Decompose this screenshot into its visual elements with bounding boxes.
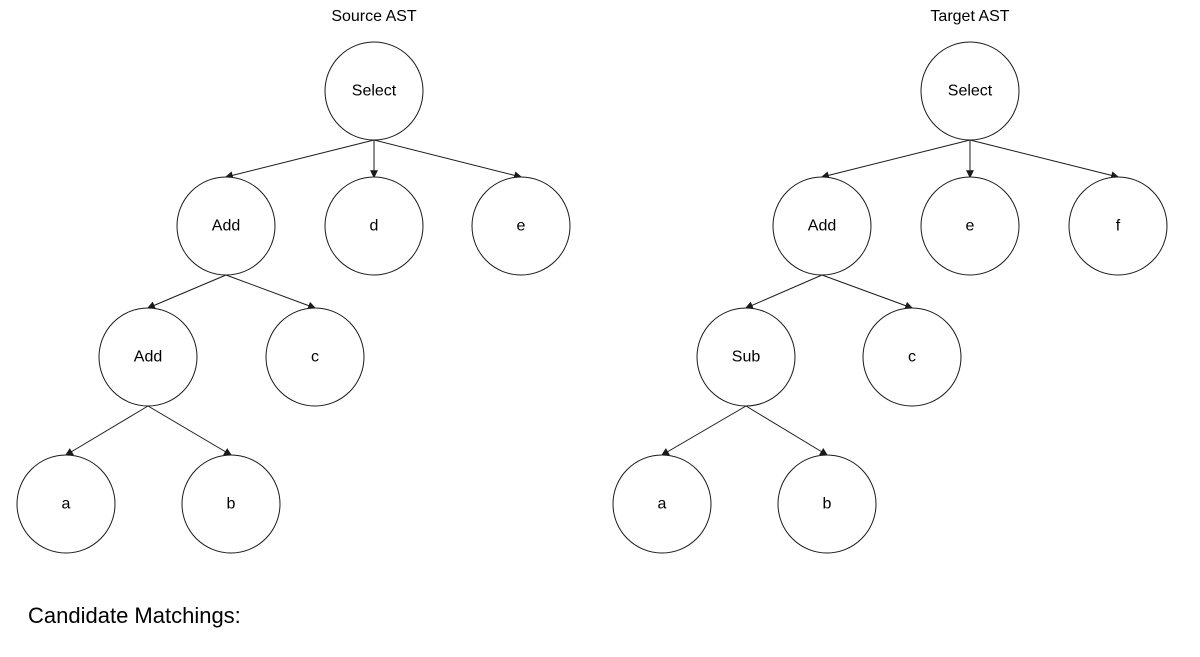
target-ast-title: Target AST [930, 8, 1010, 25]
node-target-ast-b [777, 454, 877, 554]
node-target-ast-e [920, 176, 1020, 276]
node-label-source-ast-b: b [227, 496, 236, 513]
node-label-target-ast-select: Select [948, 83, 993, 100]
candidate-matchings-label: Candidate Matchings: [28, 603, 241, 628]
edge-add-to-sub [744, 274, 823, 309]
edge-sub-to-a [660, 405, 747, 456]
edge-select-to-e [373, 139, 523, 180]
node-target-ast-sub [696, 307, 796, 407]
edge-select-to-f [969, 139, 1120, 180]
edge-add1-to-add2 [146, 274, 227, 310]
edge-select-to-add1 [224, 139, 375, 180]
node-source-ast-add1 [176, 176, 276, 276]
node-label-source-ast-d: d [370, 218, 379, 235]
node-source-ast-add2 [98, 307, 198, 407]
node-label-source-ast-select: Select [352, 83, 397, 100]
node-label-target-ast-b: b [823, 496, 832, 513]
node-source-ast-d [324, 176, 424, 276]
node-target-ast-select [920, 41, 1020, 141]
edge-add-to-c [821, 274, 914, 310]
node-source-ast-e [471, 176, 571, 276]
node-target-ast-add [772, 176, 872, 276]
edge-add1-to-c [225, 274, 317, 310]
node-source-ast-select [324, 41, 424, 141]
edge-select-to-add [820, 139, 971, 180]
node-label-target-ast-sub: Sub [732, 349, 761, 366]
node-label-target-ast-f: f [1116, 218, 1121, 235]
node-label-source-ast-add2: Add [134, 349, 162, 366]
node-source-ast-a [16, 454, 116, 554]
node-label-target-ast-e: e [966, 218, 975, 235]
node-source-ast-b [181, 454, 281, 554]
node-label-source-ast-a: a [62, 496, 71, 513]
node-target-ast-f [1068, 176, 1168, 276]
edge-sub-to-b [745, 405, 829, 456]
node-label-source-ast-e: e [517, 218, 526, 235]
edge-add2-to-a [64, 405, 149, 456]
edge-add2-to-b [147, 405, 233, 456]
node-target-ast-c [862, 307, 962, 407]
node-source-ast-c [265, 307, 365, 407]
node-label-target-ast-a: a [658, 496, 667, 513]
node-target-ast-a [612, 454, 712, 554]
node-label-source-ast-add1: Add [212, 218, 240, 235]
source-ast-title: Source AST [331, 8, 417, 25]
node-label-target-ast-c: c [908, 349, 916, 366]
node-label-target-ast-add: Add [808, 218, 836, 235]
node-label-source-ast-c: c [311, 349, 319, 366]
